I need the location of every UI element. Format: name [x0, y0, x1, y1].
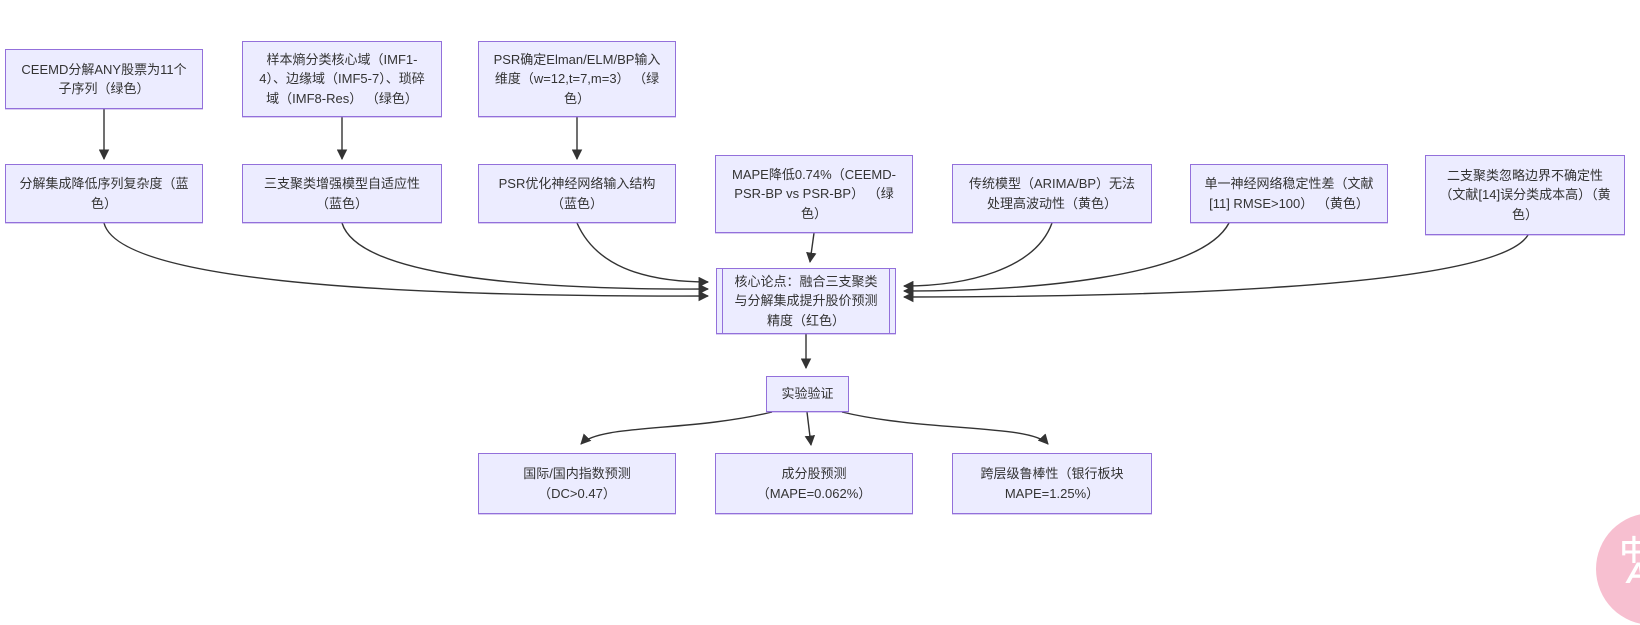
core-thesis-label: 核心论点：融合三支聚类与分解集成提升股价预测精度（红色） — [734, 273, 878, 328]
chinese-glyph-icon: 中 — [1620, 535, 1640, 566]
edge-traditional-core — [902, 222, 1053, 292]
edge-experiment-robustness — [841, 411, 1049, 445]
node-sample-entropy-classification: 样本熵分类核心域（IMF1-4）、边缘域（IMF5-7）、琐碎域（IMF8-Re… — [242, 41, 442, 117]
flowchart-canvas: CEEMD分解ANY股票为11个子序列（绿色） 样本熵分类核心域（IMF1-4）… — [5, 41, 1640, 625]
node-psr-input-dimension: PSR确定Elman/ELM/BP输入维度（w=12,t=7,m=3） （绿色） — [478, 41, 676, 117]
latin-a-glyph-icon: A — [1626, 557, 1640, 591]
node-experiment-validation: 实验验证 — [766, 376, 849, 412]
edge-psropt-core — [576, 222, 710, 288]
node-component-stock-prediction: 成分股预测（MAPE=0.062%） — [715, 453, 913, 514]
double-border-line-right — [889, 269, 890, 333]
node-core-thesis: 核心论点：融合三支聚类与分解集成提升股价预测精度（红色） — [716, 268, 896, 334]
edge-decomp-core — [103, 222, 710, 302]
node-cross-level-robustness: 跨层级鲁棒性（银行板块 MAPE=1.25%） — [952, 453, 1152, 514]
translate-float-button[interactable]: 中 A — [1596, 513, 1640, 625]
edge-experiment-component — [804, 411, 816, 447]
node-traditional-model-limitation: 传统模型（ARIMA/BP）无法处理高波动性（黄色） — [952, 164, 1152, 223]
node-index-prediction: 国际/国内指数预测（DC>0.47） — [478, 453, 676, 514]
edge-experiment-index — [580, 411, 773, 445]
node-decomposition-integration: 分解集成降低序列复杂度（蓝色） — [5, 164, 203, 223]
node-mape-reduction: MAPE降低0.74%（CEEMD-PSR-BP vs PSR-BP） （绿色） — [715, 155, 913, 233]
edge-twoway-core — [902, 234, 1529, 303]
edge-mape-core — [806, 232, 817, 264]
node-single-nn-instability: 单一神经网络稳定性差（文献[11] RMSE>100） （黄色） — [1190, 164, 1388, 223]
edge-singlenn-core — [902, 222, 1230, 297]
node-psr-optimization: PSR优化神经网络输入结构（蓝色） — [478, 164, 676, 223]
double-border-line-left — [722, 269, 723, 333]
edge-threeway-core — [341, 222, 710, 295]
node-ceemd-decomposition: CEEMD分解ANY股票为11个子序列（绿色） — [5, 49, 203, 109]
node-two-way-clustering-limitation: 二支聚类忽略边界不确定性（文献[14]误分类成本高）（黄色） — [1425, 155, 1625, 235]
node-three-way-clustering: 三支聚类增强模型自适应性（蓝色） — [242, 164, 442, 223]
